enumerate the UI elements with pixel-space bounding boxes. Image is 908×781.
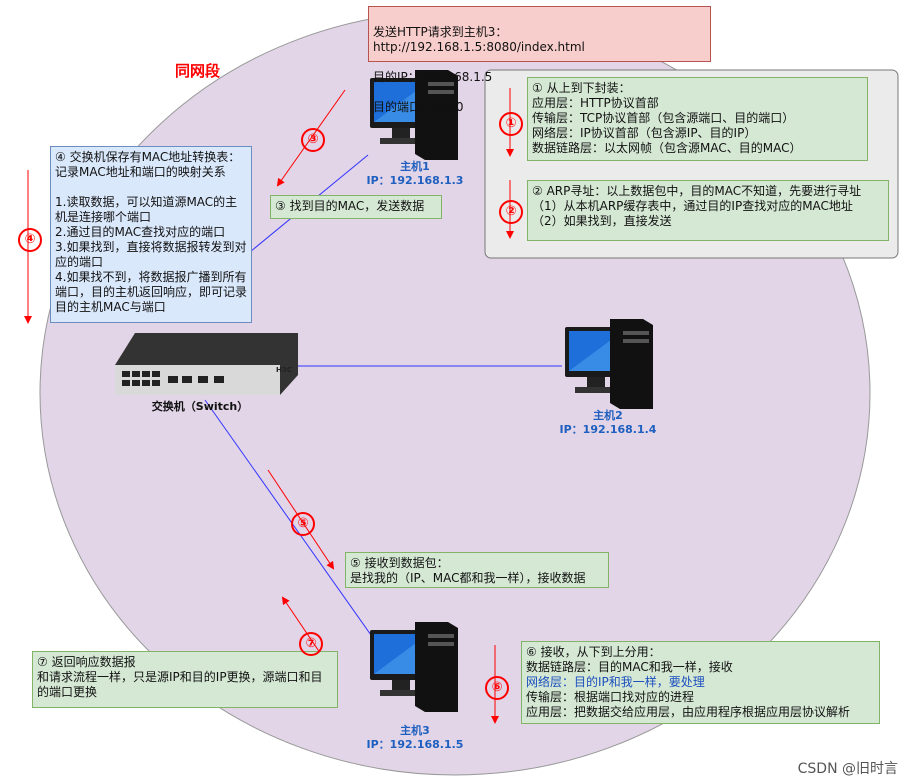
- step6-network: 网络层：目的IP和我一样，要处理: [526, 675, 705, 689]
- step2-arp: ② ARP寻址：以上数据包中，目的MAC不知道，先要进行寻址 （1）从本机ARP…: [527, 180, 889, 241]
- watermark: CSDN @旧时言: [797, 761, 898, 777]
- step7-response: ⑦ 返回响应数据报 和请求流程一样，只是源IP和目的IP更换，源端口和目的端口更…: [32, 651, 338, 708]
- host1-ip: IP：192.168.1.3: [366, 174, 464, 187]
- switch-icon[interactable]: [115, 333, 298, 395]
- host3-ip: IP：192.168.1.5: [366, 738, 464, 751]
- host2-ip: IP：192.168.1.4: [559, 423, 657, 436]
- switch-brand: H3C: [276, 366, 292, 374]
- step1-encapsulation: ① 从上到下封装： 应用层：HTTP协议首部 传输层：TCP协议首部（包含源端口…: [527, 77, 868, 161]
- step-3-marker: ③: [301, 128, 325, 152]
- host3-label: 主机3 IP：192.168.1.5: [360, 724, 470, 752]
- step-6-marker: ⑥: [485, 676, 509, 700]
- step-7-marker: ⑦: [299, 632, 323, 656]
- step5-receive: ⑤ 接收到数据包： 是找我的（IP、MAC都和我一样），接收数据: [345, 552, 609, 588]
- step6-title: ⑥ 接收，从下到上分用：: [526, 645, 661, 659]
- step-1-marker: ①: [499, 112, 523, 136]
- host2-label: 主机2 IP：192.168.1.4: [553, 409, 663, 437]
- step6-transport: 传输层：根据端口找对应的进程: [526, 690, 695, 704]
- step6-demultiplex: ⑥ 接收，从下到上分用： 数据链路层：目的MAC和我一样，接收 网络层：目的IP…: [521, 641, 880, 724]
- request-box: 发送HTTP请求到主机3：http://192.168.1.5:8080/ind…: [368, 6, 711, 114]
- step6-datalink: 数据链路层：目的MAC和我一样，接收: [526, 660, 733, 674]
- step-5-marker: ⑤: [291, 512, 315, 536]
- host1-label: 主机1 IP：192.168.1.3: [360, 160, 470, 188]
- step6-application: 应用层：把数据交给应用层，由应用程序根据应用层协议解析: [526, 705, 851, 719]
- request-dest-ip: 目的IP：192.168.1.5: [373, 70, 493, 84]
- step-4-marker: ④: [18, 228, 42, 252]
- host1-name: 主机1: [400, 160, 430, 173]
- step-2-marker: ②: [499, 200, 523, 224]
- request-url: 发送HTTP请求到主机3：http://192.168.1.5:8080/ind…: [373, 25, 585, 54]
- host3-name: 主机3: [400, 724, 430, 737]
- step3-send: ③ 找到目的MAC，发送数据: [270, 195, 442, 219]
- host2-name: 主机2: [593, 409, 623, 422]
- same-segment-label: 同网段: [175, 62, 221, 80]
- step4-switch-table: ④ 交换机保存有MAC地址转换表： 记录MAC地址和端口的映射关系 1.读取数据…: [50, 146, 252, 323]
- switch-label: 交换机（Switch）: [151, 400, 249, 413]
- request-dest-port: 目的端口：8080: [373, 100, 464, 114]
